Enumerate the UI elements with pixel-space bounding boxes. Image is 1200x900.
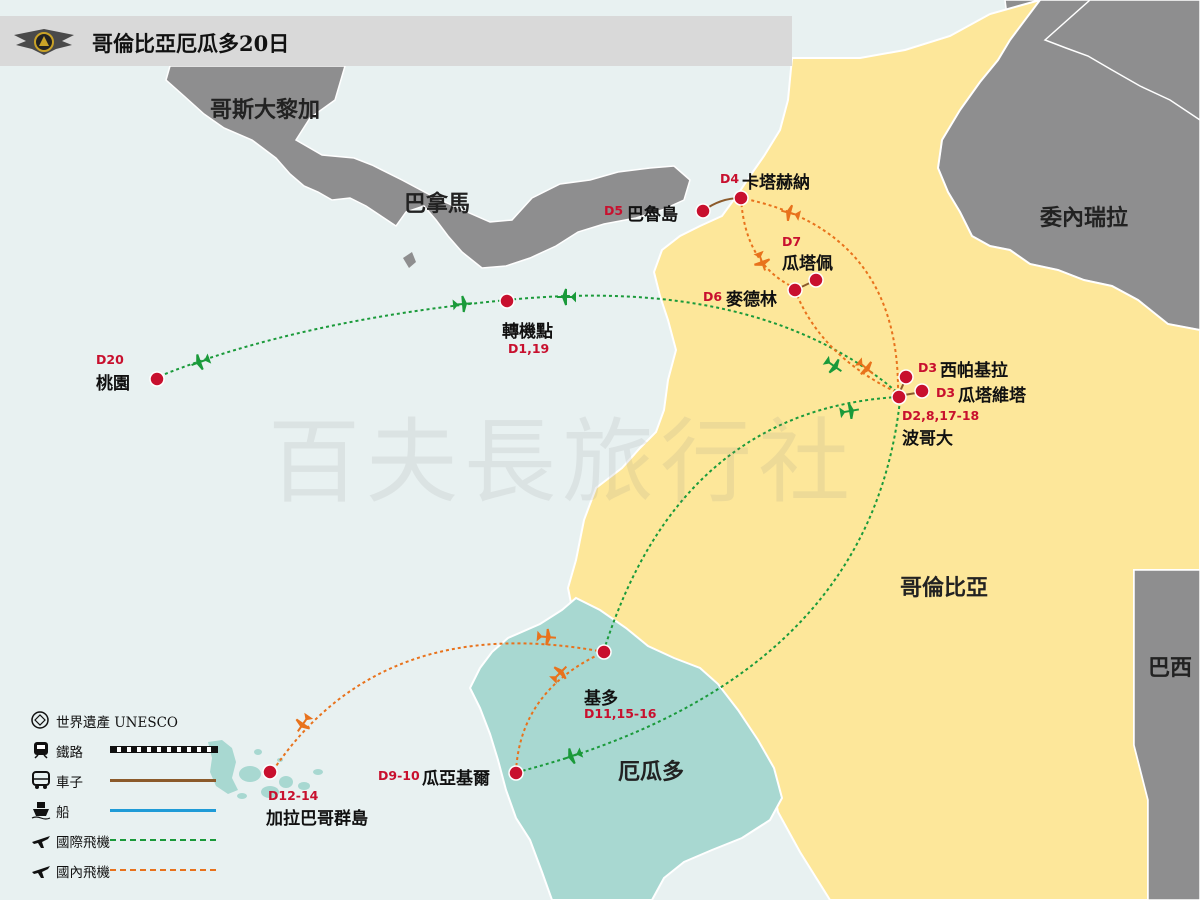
legend-label-intl-flight: 國際飛機: [56, 835, 110, 851]
day-label-taoyuan: D20: [96, 352, 124, 367]
day-label-bogota: D2,8,17-18: [902, 408, 980, 423]
legend-label-dom-flight: 國內飛機: [56, 865, 110, 881]
legend-item-unesco: 世界遺產 UNESCO: [30, 710, 230, 731]
day-label-cartagena: D4: [720, 171, 740, 186]
city-label-guatavita: 瓜塔維塔: [958, 386, 1026, 406]
bus-icon: [32, 771, 50, 789]
title-bar: [0, 16, 792, 66]
day-label-galapagos: D12-14: [268, 788, 319, 803]
country-label-panama: 巴拿馬: [404, 191, 471, 217]
legend-label-rail: 鐵路: [56, 745, 83, 761]
unesco-icon: [31, 711, 49, 729]
marker-guatavita: [914, 383, 930, 399]
day-label-transit: D1,19: [508, 341, 550, 356]
day-label-baru: D5: [604, 203, 624, 218]
city-markers: [149, 190, 930, 781]
plane-icon: [32, 866, 50, 878]
city-label-guayaquil: 瓜亞基爾: [422, 769, 490, 789]
plane-icon: [295, 204, 874, 732]
legend-item-intl-flight: 國際飛機: [30, 830, 230, 851]
legend-label-boat: 船: [56, 805, 70, 821]
day-label-guatape: D7: [782, 234, 802, 249]
city-label-bogota: 波哥大: [902, 429, 953, 449]
brazil-landmass: [1133, 569, 1200, 900]
marker-taoyuan: [149, 371, 165, 387]
city-label-baru: 巴魯島: [627, 205, 678, 225]
city-label-quito: 基多: [584, 689, 618, 709]
city-label-taoyuan: 桃園: [96, 374, 130, 394]
plane-icon: [32, 836, 50, 848]
route-guayaquil-quito: [515, 651, 605, 773]
legend-line-boat: [110, 809, 216, 812]
legend-line-rail: [110, 746, 218, 753]
route-transit-taoyuan: [159, 299, 508, 377]
central-america-landmass: [165, 65, 691, 269]
legend-label-unesco: 世界遺產 UNESCO: [56, 715, 178, 731]
page-title: 哥倫比亞厄瓜多20日: [92, 31, 290, 56]
route-cartagena-medellin: [740, 197, 796, 289]
legend-line-car: [110, 779, 216, 782]
plane-icon: [191, 288, 860, 765]
legend-item-dom-flight: 國內飛機: [30, 860, 230, 881]
marker-baru: [695, 203, 711, 219]
watermark: 百夫長旅行社: [268, 409, 857, 516]
legend-item-car: 車子: [30, 770, 230, 791]
country-label-costa-rica: 哥斯大黎加: [210, 97, 321, 123]
marker-zipaquira: [898, 369, 914, 385]
city-label-zipaquira: 西帕基拉: [940, 361, 1008, 381]
legend-line-intl-flight: [110, 839, 216, 841]
country-label-colombia: 哥倫比亞: [900, 575, 989, 601]
marker-guatape: [808, 272, 824, 288]
marker-guayaquil: [508, 765, 524, 781]
city-label-medellin: 麥德林: [726, 290, 777, 310]
city-label-galapagos: 加拉巴哥群島: [266, 809, 368, 829]
island-panama: [403, 252, 416, 268]
legend-label-car: 車子: [56, 775, 83, 791]
legend-line-dom-flight: [110, 869, 216, 871]
guajira-landmass: [1043, 0, 1200, 121]
day-label-guayaquil: D9-10: [378, 768, 420, 783]
legend-item-rail: 鐵路: [30, 740, 230, 761]
legend-item-boat: 船: [30, 800, 230, 821]
day-label-guatavita: D3: [936, 385, 956, 400]
country-label-venezuela: 委內瑞拉: [1040, 205, 1129, 231]
marker-transit: [499, 293, 515, 309]
city-label-transit: 轉機點: [502, 322, 553, 342]
route-bogota-guayaquil: [517, 399, 901, 773]
route-quito-galapagos: [271, 642, 605, 773]
city-label-guatape: 瓜塔佩: [782, 254, 833, 274]
marker-medellin: [787, 282, 803, 298]
city-label-cartagena: 卡塔赫納: [742, 173, 810, 193]
domestic-flight-routes: [271, 197, 900, 773]
logo-icon: [14, 29, 74, 55]
marker-quito: [596, 644, 612, 660]
route-bogota-quito: [603, 396, 899, 651]
route-medellin-bogota: [794, 289, 897, 393]
ecuador-landmass: [468, 596, 784, 900]
country-label-ecuador: 厄瓜多: [618, 759, 685, 785]
train-icon: [34, 742, 48, 759]
day-label-zipaquira: D3: [918, 360, 938, 375]
day-label-quito: D11,15-16: [584, 706, 657, 721]
marker-galapagos: [262, 764, 278, 780]
ship-icon: [31, 802, 51, 820]
day-label-medellin: D6: [703, 289, 723, 304]
country-label-brazil: 巴西: [1148, 655, 1193, 681]
route-bogota-cartagena: [740, 197, 900, 395]
marker-bogota: [891, 389, 907, 405]
marker-cartagena: [733, 190, 749, 206]
